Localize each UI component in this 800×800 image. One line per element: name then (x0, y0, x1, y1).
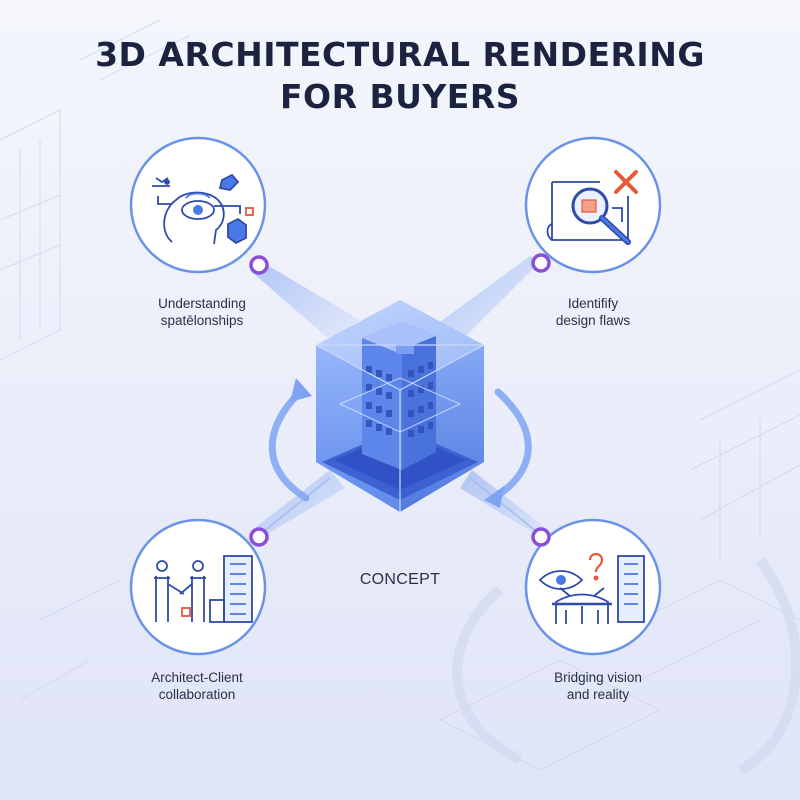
node-label-line-1: Architect-Client (151, 670, 243, 685)
node-circle-bottom-right (524, 518, 662, 656)
connector-dot (531, 253, 551, 273)
cycle-arrows (268, 378, 532, 508)
node-circle-top-left (129, 136, 267, 274)
magnifier-blueprint-icon (546, 170, 638, 245)
title-line-2: FOR BUYERS (279, 77, 521, 116)
center-concept-label: CONCEPT (359, 571, 441, 588)
node-label-bridging: Bridging vision and reality (498, 669, 698, 703)
node-label-design-flaws: Identifify design flaws (493, 295, 693, 329)
connector-beams (252, 256, 548, 537)
title-line-1: 3D ARCHITECTURAL RENDERING (95, 35, 705, 74)
node-label-line-2: design flaws (555, 313, 631, 328)
node-label-line-2: spatēlonships (160, 313, 244, 328)
node-circle-bottom-left (129, 518, 267, 656)
node-label-line-1: Bridging vision (554, 670, 642, 685)
brain-eye-icon (152, 173, 254, 245)
node-label-line-1: Understanding (158, 296, 246, 311)
connector-dot (531, 527, 551, 547)
connector-dot (249, 527, 269, 547)
background-arrow (452, 557, 800, 775)
connector-dots (249, 253, 551, 547)
node-label-collaboration: Architect-Client collaboration (97, 669, 297, 703)
handshake-icon (154, 555, 253, 623)
concept-cube-icon (315, 300, 485, 512)
beam-top-right (440, 256, 540, 336)
eye-bridge-icon (538, 552, 645, 624)
page-title: 3D ARCHITECTURAL RENDERING FOR BUYERS (0, 34, 800, 118)
node-label-line-2: and reality (566, 687, 630, 702)
node-circle-top-right (524, 136, 662, 274)
node-label-line-2: collaboration (158, 687, 236, 702)
connector-dot (249, 255, 269, 275)
node-label-understanding: Understanding spatēlonships (102, 295, 302, 329)
node-label-line-1: Identifify (567, 296, 619, 311)
beam-top-left (252, 262, 360, 340)
